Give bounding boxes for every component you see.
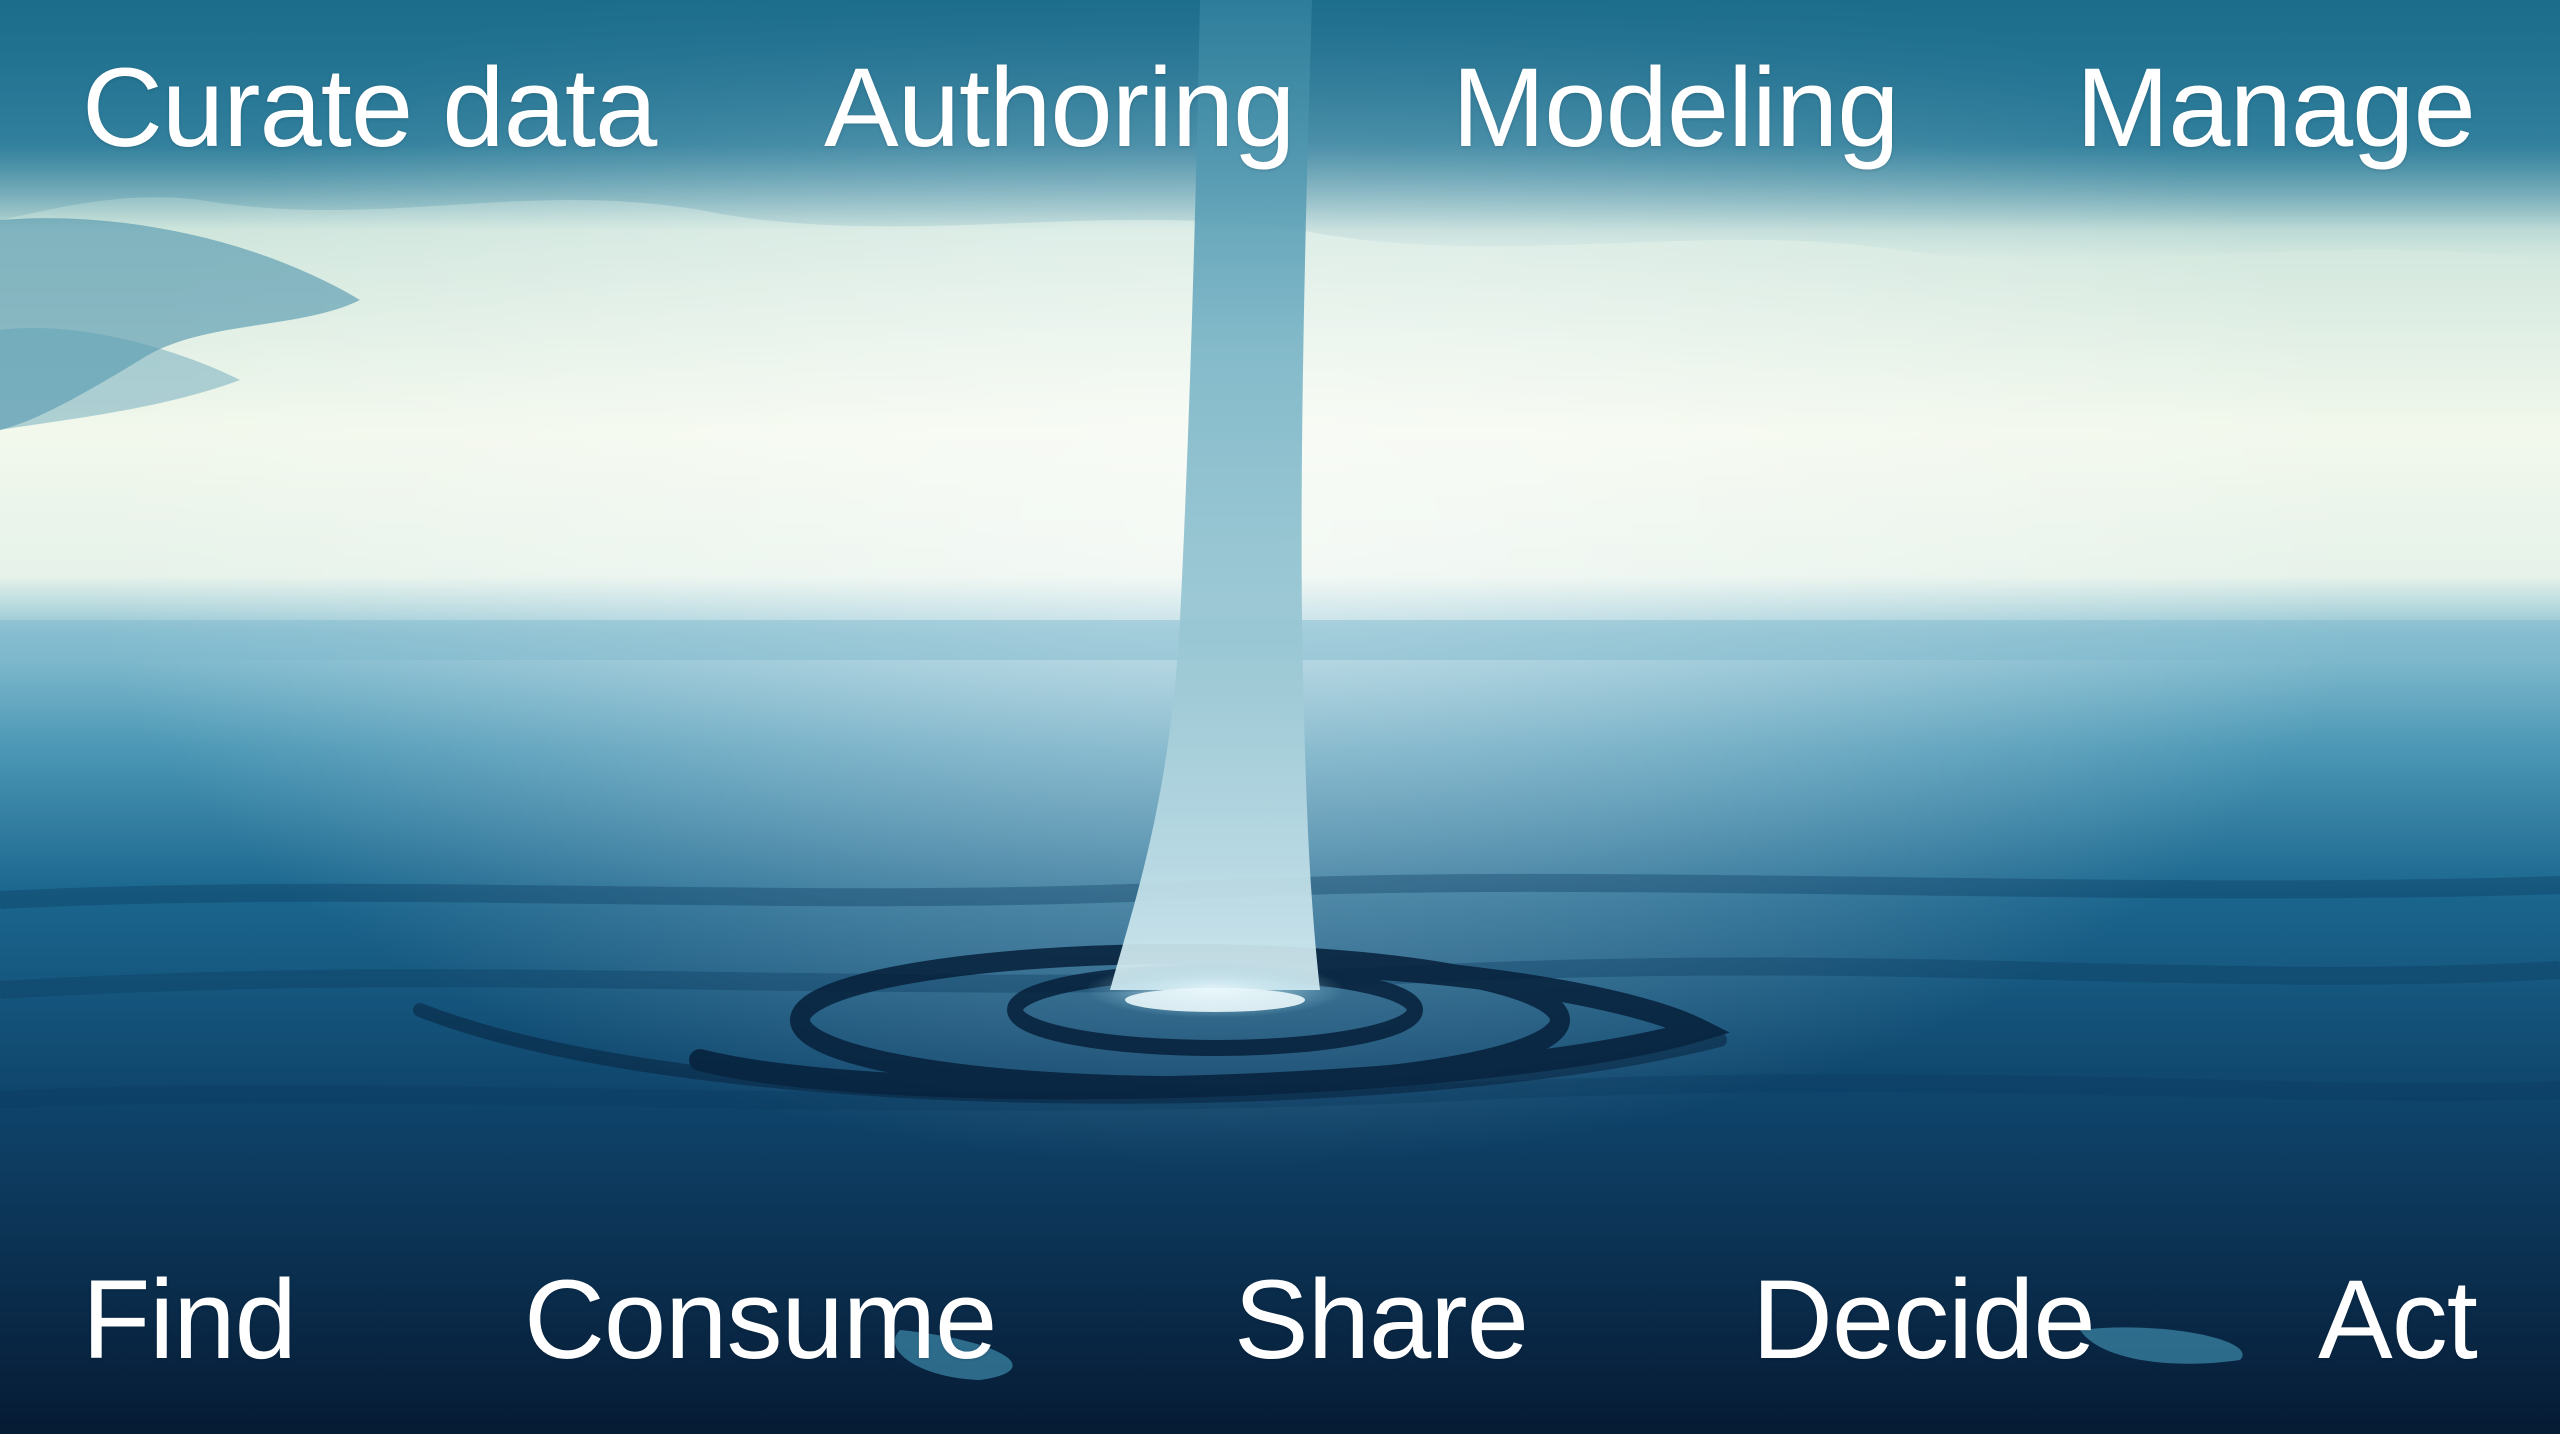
label-share: Share	[1234, 1257, 1529, 1382]
label-decide: Decide	[1752, 1257, 2096, 1382]
label-authoring: Authoring	[824, 45, 1295, 170]
label-manage: Manage	[2076, 45, 2476, 170]
label-consume: Consume	[524, 1257, 997, 1382]
label-act: Act	[2318, 1257, 2478, 1382]
label-find: Find	[82, 1257, 297, 1382]
label-modeling: Modeling	[1452, 45, 1900, 170]
label-curate-data: Curate data	[82, 45, 657, 170]
